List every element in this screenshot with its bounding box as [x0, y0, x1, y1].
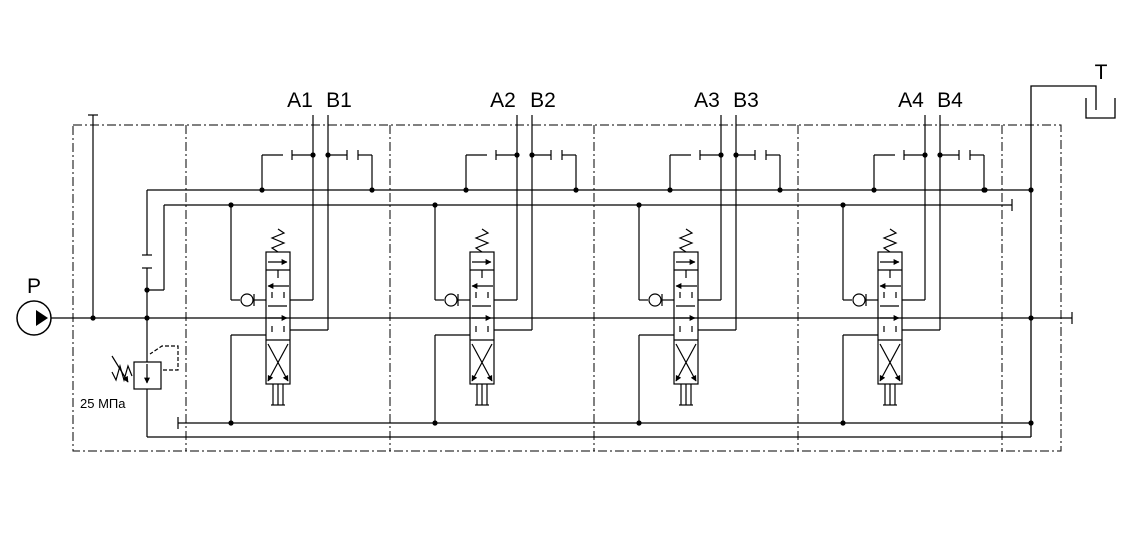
valve-section-3	[638, 115, 781, 423]
junction-dot	[259, 187, 265, 193]
port-label-b3: B3	[733, 89, 759, 112]
junction-dot	[871, 187, 877, 193]
junction-dot	[733, 152, 739, 158]
valve-section-4	[842, 115, 985, 423]
pump-label: P	[27, 275, 41, 298]
junction-dot	[310, 152, 316, 158]
port-label-a2: A2	[490, 89, 516, 112]
junction-dot	[1028, 420, 1034, 426]
port-label-a1: A1	[287, 89, 313, 112]
junction-dot	[463, 187, 469, 193]
junction-dot	[144, 315, 150, 321]
junction-dot	[840, 202, 846, 208]
relief-valve-symbol: 25 МПа	[80, 345, 179, 411]
port-label-b1: B1	[326, 89, 352, 112]
junction-dot	[573, 187, 579, 193]
junction-dot	[636, 202, 642, 208]
valve-section-2	[434, 115, 577, 423]
relief-pressure-label: 25 МПа	[80, 396, 126, 411]
port-label-b2: B2	[530, 89, 556, 112]
junction-dot	[922, 152, 928, 158]
junction-dot	[982, 187, 988, 193]
junction-dot	[777, 187, 783, 193]
junction-dot	[718, 152, 724, 158]
junction-dot	[514, 152, 520, 158]
port-label-b4: B4	[937, 89, 963, 112]
main-piping	[51, 114, 1073, 438]
junction-dot	[325, 152, 331, 158]
junction-dot	[432, 420, 438, 426]
junction-dot	[636, 420, 642, 426]
tank-symbol: T	[1030, 61, 1116, 437]
valve-sections	[230, 115, 985, 423]
junction-dot	[840, 420, 846, 426]
port-labels: A1 B1 A2 B2 A3 B3 A4 B4	[287, 89, 963, 112]
junction-dot	[228, 420, 234, 426]
junction-dot	[667, 187, 673, 193]
junction-dot	[144, 287, 150, 293]
junction-dot	[529, 152, 535, 158]
junction-dot	[228, 202, 234, 208]
junction-dot	[369, 187, 375, 193]
junction-dot	[1028, 315, 1034, 321]
tank-label: T	[1095, 61, 1108, 84]
port-label-a4: A4	[898, 89, 924, 112]
port-label-a3: A3	[694, 89, 720, 112]
junction-dots	[90, 152, 1034, 426]
valve-block-boundary	[72, 124, 1062, 452]
junction-dot	[90, 315, 96, 321]
junction-dot	[432, 202, 438, 208]
valve-section-1	[230, 115, 373, 423]
junction-dot	[937, 152, 943, 158]
pump-symbol: P	[16, 275, 52, 336]
junction-dot	[1028, 187, 1034, 193]
